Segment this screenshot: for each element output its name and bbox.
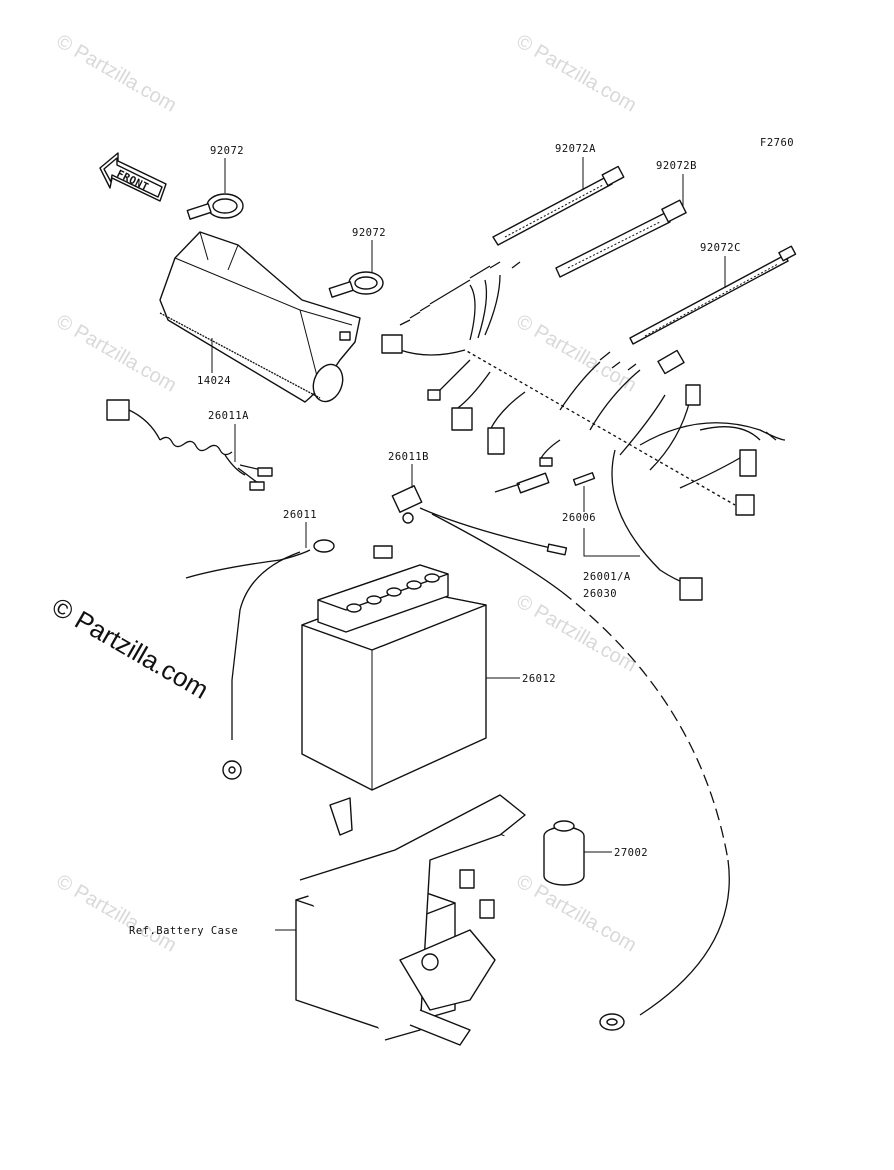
watermark-main: © Partzilla.com [47,591,214,705]
battery-case [295,794,526,1046]
front-arrow: FRONT [99,152,167,202]
ground-cable [561,591,730,1031]
callout-26011: 26011 [283,509,317,521]
cable-26011B [391,485,568,593]
callout-26012: 26012 [522,673,556,685]
figure-code: F2760 [760,137,794,149]
callout-26030: 26030 [583,588,617,600]
callout-92072A: 92072A [555,143,596,155]
main-harness [381,261,786,601]
callout-92072B: 92072B [656,160,697,172]
clamp-92072-mid [328,271,384,298]
callout-92072C: 92072C [700,242,741,254]
callout-27002: 27002 [614,847,648,859]
callout-battery-case: Ref.Battery Case [129,925,238,937]
watermark-bottom-left: © Partzilla.com [53,870,181,956]
clamp-92072-top [186,193,244,220]
callout-26006: 26006 [562,512,596,524]
watermark-top-left: © Partzilla.com [53,30,181,116]
callout-92072-mid: 92072 [352,227,386,239]
fuse-26006 [572,472,596,486]
callout-26001A: 26001/A [583,571,631,583]
watermark-top-right: © Partzilla.com [513,30,641,116]
tie-92072A [492,165,625,246]
tie-92072B [555,199,687,278]
coil-cord-26011A [106,399,273,491]
cover-14024 [159,231,361,403]
callout-14024: 14024 [197,375,231,387]
callout-26011A: 26011A [208,410,249,422]
tie-92072C [629,245,797,345]
watermark-mid-right: © Partzilla.com [513,310,641,396]
watermark-mid-left: © Partzilla.com [53,310,181,396]
relay-27002 [543,820,585,886]
cable-26011 [185,539,335,780]
battery-26012 [301,545,487,791]
callout-26011B: 26011B [388,451,429,463]
callout-92072-top: 92072 [210,145,244,157]
